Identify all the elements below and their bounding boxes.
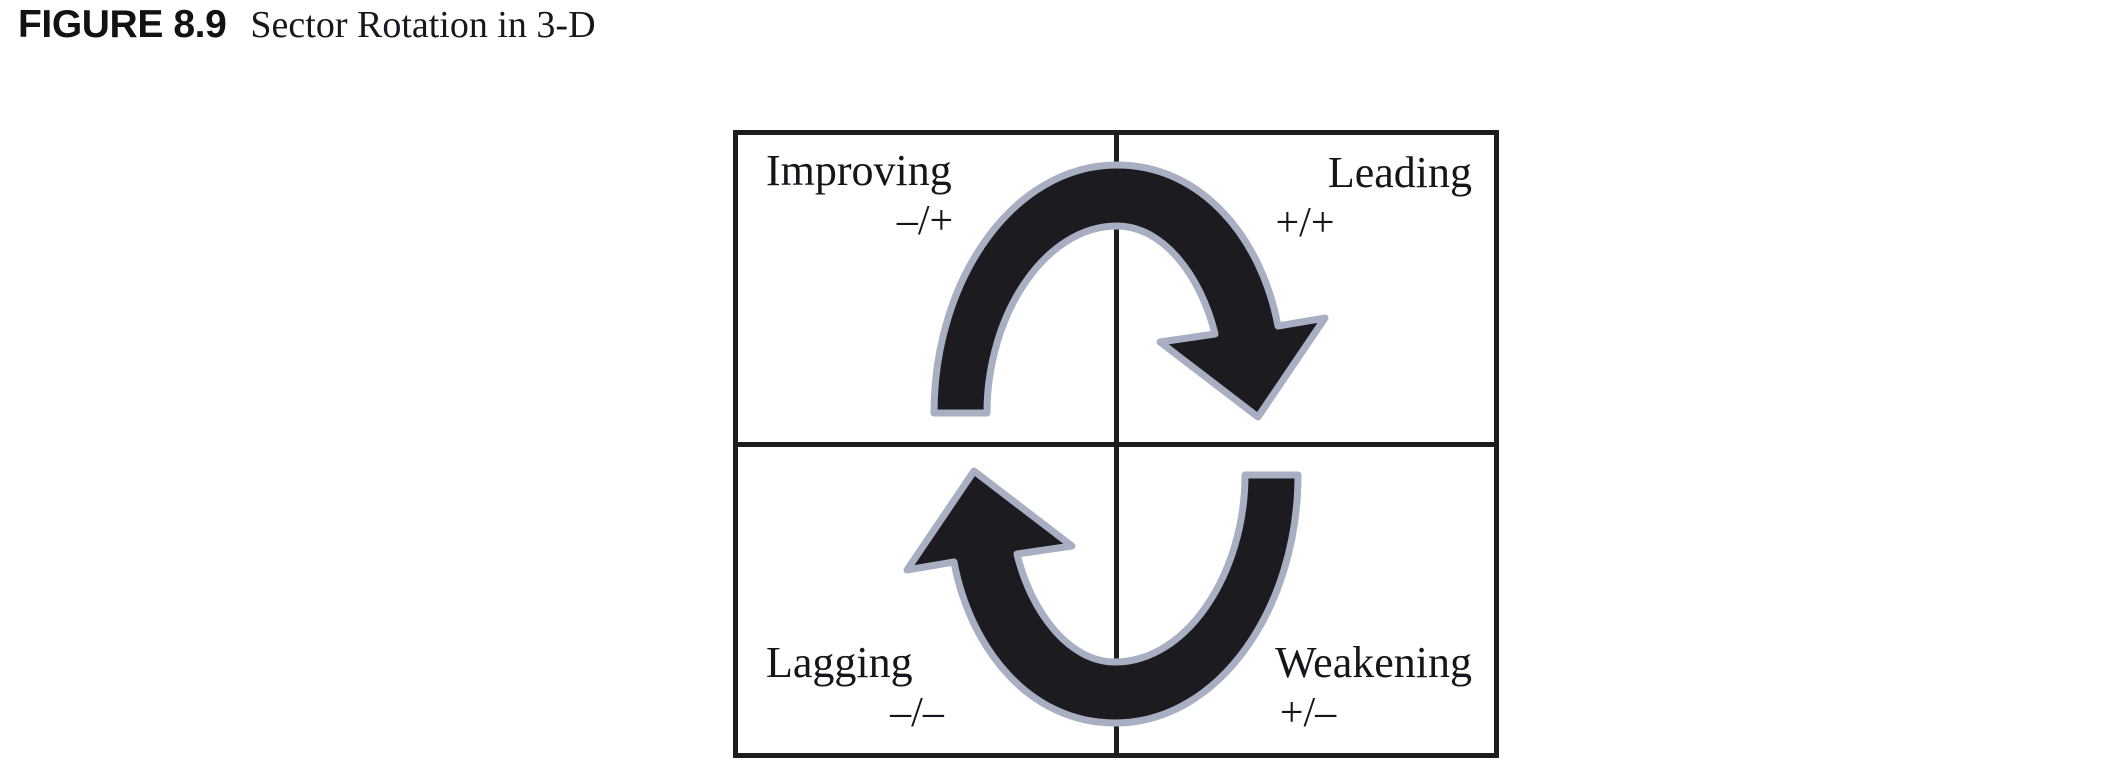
quadrant-chart: Improving –/+ Leading +/+ Lagging –/– We… (733, 130, 1499, 758)
figure-number: FIGURE 8.9 (18, 3, 227, 46)
figure-caption: FIGURE 8.9 Sector Rotation in 3-D (18, 5, 596, 44)
horizontal-divider (733, 441, 1499, 447)
figure-title: Sector Rotation in 3-D (250, 4, 596, 46)
